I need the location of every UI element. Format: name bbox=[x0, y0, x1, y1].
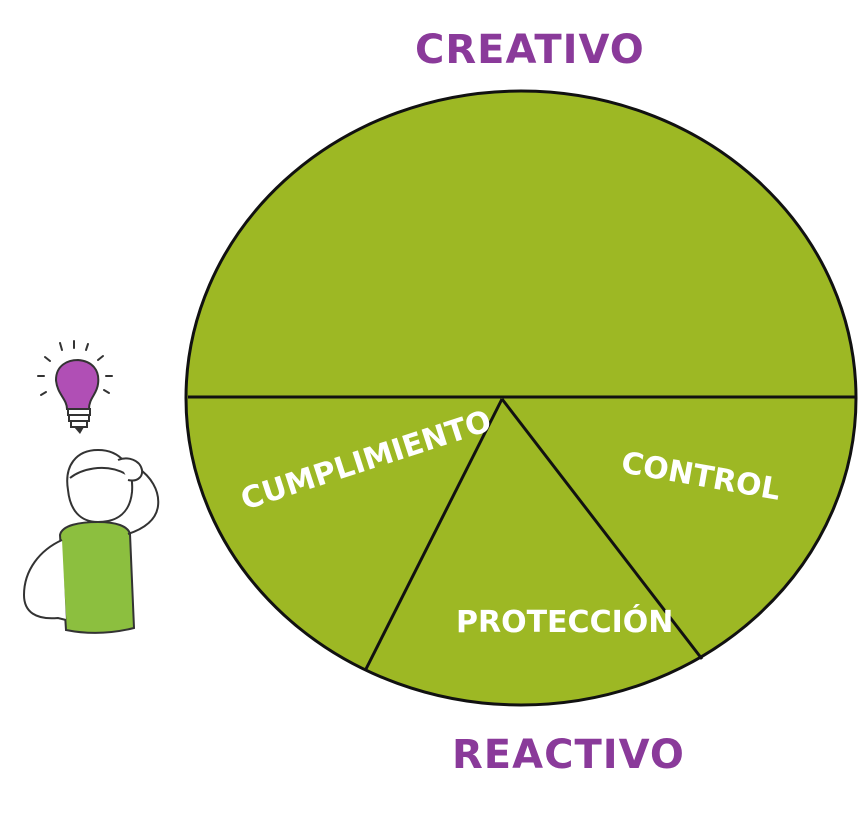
person-hand bbox=[117, 457, 144, 482]
person-left-arm bbox=[22, 539, 67, 621]
person-shirt bbox=[58, 520, 136, 634]
label-reactivo: REACTIVO bbox=[452, 732, 685, 778]
thinking-person-icon bbox=[22, 340, 160, 634]
person-right-arm bbox=[127, 467, 160, 535]
divider-left-diagonal bbox=[364, 398, 504, 670]
segment-label-bottom: PROTECCIÓN bbox=[456, 603, 673, 640]
person-head bbox=[66, 448, 134, 524]
lightbulb-icon bbox=[54, 358, 100, 434]
person-hair bbox=[69, 466, 127, 479]
divider-right-diagonal bbox=[500, 398, 704, 660]
bulb-rays bbox=[37, 340, 113, 396]
label-creativo: CREATIVO bbox=[415, 27, 645, 73]
